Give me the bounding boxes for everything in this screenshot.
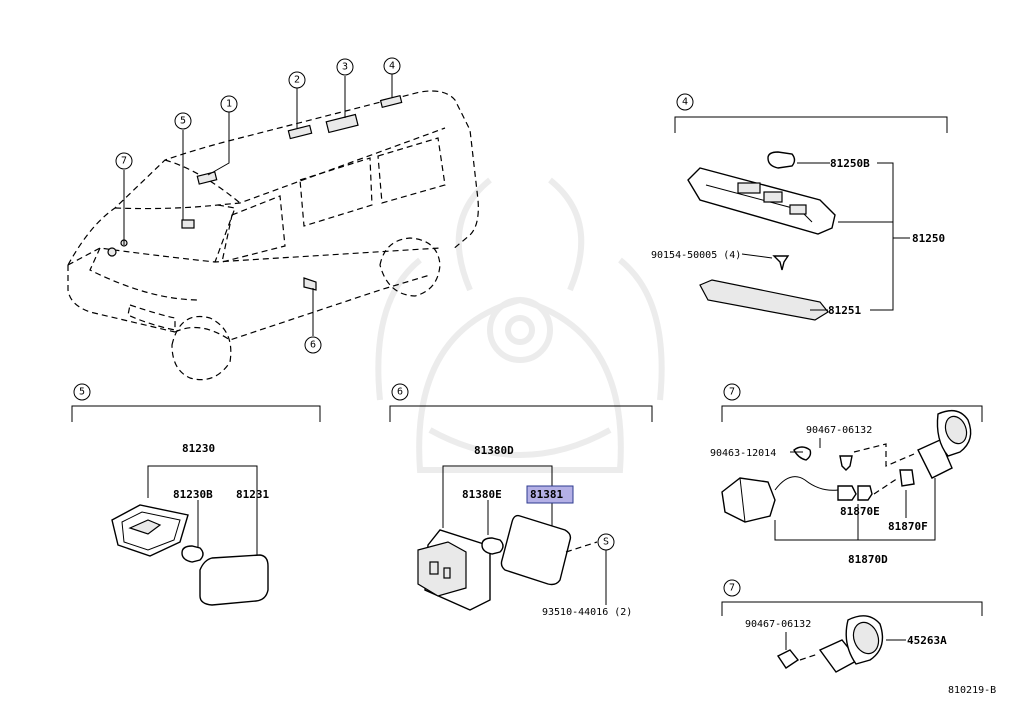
part-90467-06132-upper[interactable]: 90467-06132 [806,425,872,436]
svg-text:7: 7 [121,156,127,167]
van-overview [67,74,479,381]
part-81381[interactable]: 81381 [530,488,563,501]
section-5: 5 81230 81230B 81231 [71,383,321,606]
section-6-marker: 6 [391,383,409,401]
part-93510-44016[interactable]: 93510-44016 (2) [542,607,632,618]
part-81231[interactable]: 81231 [236,488,269,501]
svg-text:4: 4 [682,97,688,108]
section-7b-marker: 7 [723,579,741,597]
svg-text:5: 5 [79,387,85,398]
part-90467-06132-lower[interactable]: 90467-06132 [745,619,811,630]
part-81380D[interactable]: 81380D [474,444,514,457]
section-7a-marker: 7 [723,383,741,401]
svg-text:2: 2 [294,75,300,86]
callout-6: 6 [304,336,322,354]
part-81870E[interactable]: 81870E [840,505,880,518]
part-81250B[interactable]: 81250B [830,157,870,170]
callout-4: 4 [383,57,401,75]
part-90463-12014[interactable]: 90463-12014 [710,448,776,459]
svg-text:5: 5 [180,116,186,127]
part-81230B[interactable]: 81230B [173,488,213,501]
section-5-marker: 5 [73,383,91,401]
callout-s: S [597,533,615,551]
watermark-emblem [375,177,665,473]
svg-text:4: 4 [389,61,395,72]
highlighted-part-box [526,485,574,504]
svg-text:6: 6 [397,387,403,398]
callout-1: 1 [220,95,238,113]
svg-text:S: S [603,537,609,548]
svg-text:1: 1 [226,99,232,110]
svg-text:7: 7 [729,583,735,594]
section-7-upper: 7 90467-06132 90463-12014 81870E 81870F … [710,383,983,566]
part-81870D[interactable]: 81870D [848,553,888,566]
svg-text:7: 7 [729,387,735,398]
part-81250[interactable]: 81250 [912,232,945,245]
part-81380E[interactable]: 81380E [462,488,502,501]
part-90154-50005[interactable]: 90154-50005 (4) [651,250,741,261]
part-45263A[interactable]: 45263A [907,634,947,647]
callout-7: 7 [115,152,133,170]
part-81870F[interactable]: 81870F [888,520,928,533]
callout-2: 2 [288,71,306,89]
section-7-lower: 7 90467-06132 45263A [721,579,983,673]
section-6: 6 S 81380D 81380E 81381 93510-44016 (2) [389,383,653,618]
svg-text:3: 3 [342,62,348,73]
callout-3: 3 [336,58,354,76]
section-4-marker: 4 [676,93,694,111]
part-81230[interactable]: 81230 [182,442,215,455]
diagram-id: 810219-B [948,685,996,696]
callout-5: 5 [174,112,192,130]
section-4: 4 81250B 81250 90154-50005 (4) 81251 [651,93,948,321]
part-81251[interactable]: 81251 [828,304,861,317]
svg-text:6: 6 [310,340,316,351]
